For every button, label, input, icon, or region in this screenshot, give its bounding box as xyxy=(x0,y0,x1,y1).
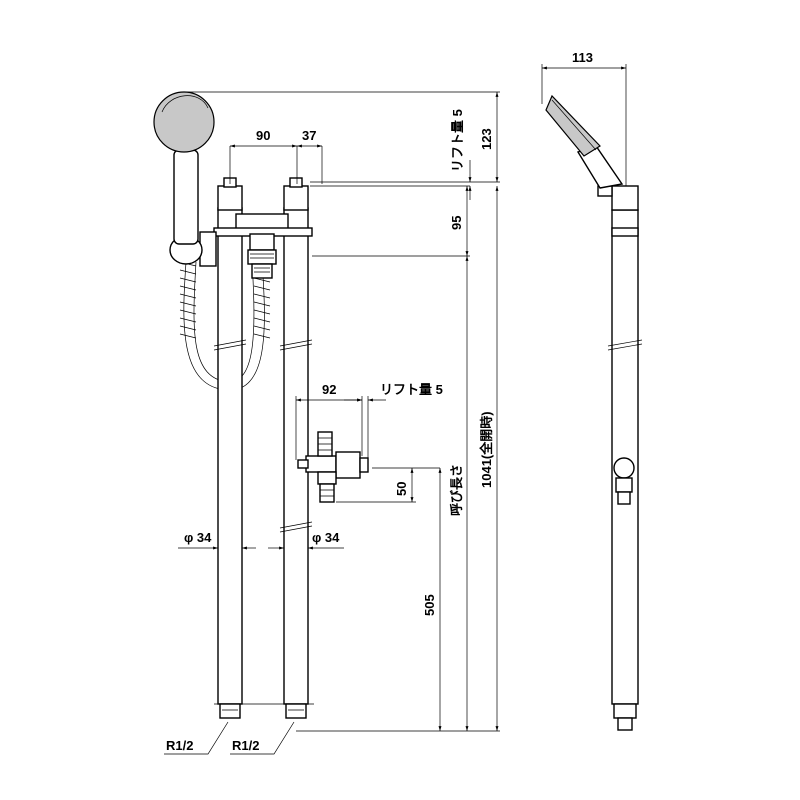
shower-head xyxy=(153,91,215,153)
dim-nominal-length: 呼び長さ xyxy=(449,464,464,516)
side-base-fitting xyxy=(613,703,637,719)
dim-1041: 1041(全開時) xyxy=(479,411,494,488)
dim-37: 37 xyxy=(302,128,316,143)
shower-head-highlight xyxy=(161,95,209,113)
right-valve-head xyxy=(283,185,309,211)
side-valve-head xyxy=(611,185,639,211)
side-tap-knob xyxy=(613,457,635,479)
dim-92: 92 xyxy=(322,382,336,397)
left-base-fitting xyxy=(219,703,241,719)
break-marks xyxy=(213,339,313,533)
dim-95: 95 xyxy=(449,216,464,230)
connector-ridges xyxy=(318,437,332,451)
side-tap-outlet xyxy=(617,491,631,505)
side-break-marks xyxy=(607,339,643,351)
side-pipe xyxy=(611,209,639,705)
dim-123: 123 xyxy=(479,128,494,150)
spout-collar xyxy=(297,459,309,469)
diverter-body xyxy=(249,233,275,251)
dim-lift-top: リフト量 5 xyxy=(450,109,465,172)
side-head-line xyxy=(551,99,597,151)
tap-handle xyxy=(335,451,361,479)
side-band xyxy=(611,227,639,237)
right-valve-cap xyxy=(289,177,303,188)
base-lines xyxy=(214,703,314,711)
left-pipe xyxy=(217,207,243,705)
side-base-thread xyxy=(617,717,633,731)
dim-505: 505 xyxy=(422,594,437,616)
tap-knob xyxy=(359,457,369,473)
thread-label-left: R1/2 xyxy=(166,738,193,753)
spout-body xyxy=(305,455,337,473)
shower-handle xyxy=(173,149,199,245)
dim-113: 113 xyxy=(572,50,593,65)
dim-90: 90 xyxy=(256,128,270,143)
left-valve-head xyxy=(217,185,243,211)
diverter-nut xyxy=(247,249,277,265)
outlet-ridges xyxy=(320,489,334,497)
dim-lift-mid: リフト量 5 xyxy=(380,382,443,397)
diverter-lines xyxy=(250,253,274,273)
hose-coils-left xyxy=(179,261,197,339)
side-shower-head xyxy=(545,94,601,157)
diverter-outlet xyxy=(251,263,273,279)
dim-dia-right: φ 34 xyxy=(312,530,340,545)
spout-outlet xyxy=(319,483,335,503)
dim-dia-left: φ 34 xyxy=(184,530,212,545)
side-tap-body xyxy=(615,477,633,493)
side-view: 113 xyxy=(541,50,643,731)
spout-lower xyxy=(317,471,337,485)
right-base-fitting xyxy=(285,703,307,719)
front-dimensions: 90 37 リフト量 5 123 95 92 リフト量 5 50 505 呼び長… xyxy=(164,91,500,755)
thread-label-right: R1/2 xyxy=(232,738,259,753)
dim-50: 50 xyxy=(394,482,409,496)
